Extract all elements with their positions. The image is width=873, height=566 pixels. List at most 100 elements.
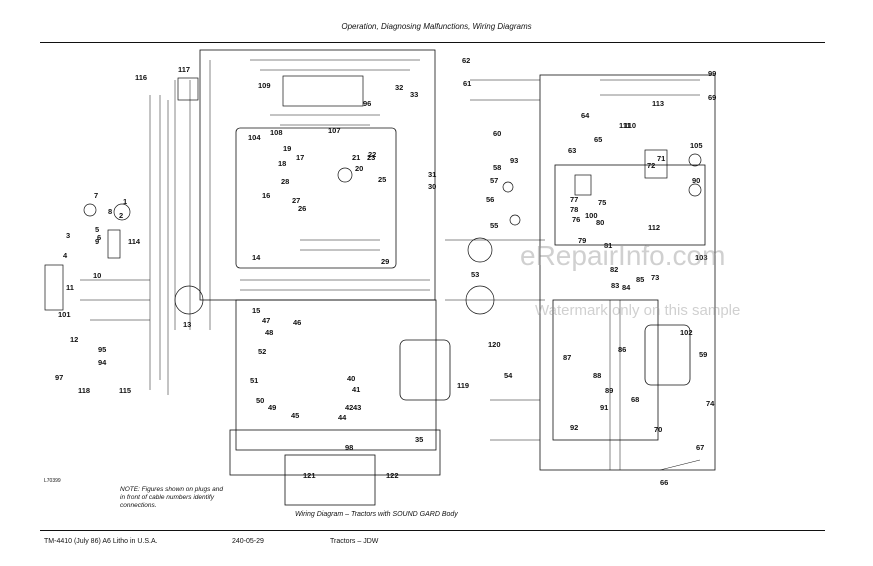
component-label: 20 — [355, 164, 363, 173]
component-label: 122 — [386, 471, 399, 480]
component-label: 108 — [270, 128, 283, 137]
component-label: 15 — [252, 306, 260, 315]
component-label: 8 — [108, 207, 112, 216]
component-label: 32 — [395, 83, 403, 92]
component-label: 77 — [570, 195, 578, 204]
component-label: 53 — [471, 270, 479, 279]
component-label: 109 — [258, 81, 271, 90]
component-label: 82 — [610, 265, 618, 274]
component-label: 89 — [605, 386, 613, 395]
component-label: 68 — [631, 395, 639, 404]
component-label: 51 — [250, 376, 258, 385]
component-label: 87 — [563, 353, 571, 362]
diagram-frames — [199, 49, 716, 506]
component-label: 45 — [291, 411, 299, 420]
footer-rule — [40, 530, 825, 531]
component-label: 31 — [428, 170, 436, 179]
component-label: 111 — [619, 121, 631, 130]
watermark-notice: Watermark only on this sample — [535, 302, 741, 319]
component-label: 5 — [95, 225, 99, 234]
component-label: 26 — [298, 204, 306, 213]
component-label: 117 — [178, 65, 190, 74]
component-label: 13 — [183, 320, 191, 329]
component-label: 107 — [328, 126, 341, 135]
component-label: 90 — [692, 176, 700, 185]
component-label: 1 — [123, 197, 127, 206]
component-label: 114 — [128, 237, 141, 246]
component-label: 99 — [708, 69, 716, 78]
component-label: 17 — [296, 153, 304, 162]
component-label: 42 — [345, 403, 353, 412]
component-label: 47 — [262, 316, 270, 325]
component-labels: 116 117 109 108 107 105 104 103 102 101 … — [55, 56, 716, 487]
component-label: 79 — [578, 236, 586, 245]
component-label: 118 — [78, 386, 90, 395]
component-label: 121 — [303, 471, 316, 480]
component-label: 60 — [493, 129, 501, 138]
page-header: Operation, Diagnosing Malfunctions, Wiri… — [341, 22, 532, 31]
component-label: 86 — [618, 345, 626, 354]
component-label: 4 — [63, 251, 68, 260]
component-label: 44 — [338, 413, 347, 422]
component-label: 52 — [258, 347, 266, 356]
component-label: 21 — [352, 153, 360, 162]
component-label: 12 — [70, 335, 78, 344]
drawing-code: L70399 — [44, 478, 61, 484]
footer-publication: TM-4410 (July 86) A6 Litho in U.S.A. — [44, 538, 158, 545]
component-label: 104 — [248, 133, 261, 142]
component-label: 102 — [680, 328, 693, 337]
component-label: 29 — [381, 257, 389, 266]
component-label: 57 — [490, 176, 498, 185]
component-label: 63 — [568, 146, 576, 155]
component-label: 59 — [699, 350, 707, 359]
component-label: 80 — [596, 218, 604, 227]
component-label: 71 — [657, 154, 665, 163]
component-label: 72 — [647, 161, 655, 170]
component-label: 27 — [292, 196, 300, 205]
component-label: 119 — [457, 381, 469, 390]
component-label: 112 — [648, 223, 660, 232]
component-label: 22 — [368, 150, 376, 159]
component-label: 91 — [600, 403, 608, 412]
component-label: 113 — [652, 99, 664, 108]
component-label: 96 — [363, 99, 371, 108]
component-label: 66 — [660, 478, 668, 487]
component-label: 25 — [378, 175, 386, 184]
component-label: 85 — [636, 275, 644, 284]
component-label: 49 — [268, 403, 276, 412]
component-label: 95 — [98, 345, 106, 354]
component-label: 116 — [135, 73, 147, 82]
component-label: 7 — [94, 191, 98, 200]
component-symbols — [44, 75, 702, 315]
component-label: 61 — [463, 79, 471, 88]
component-label: 30 — [428, 182, 436, 191]
component-label: 92 — [570, 423, 578, 432]
component-label: 19 — [283, 144, 291, 153]
component-label: 11 — [66, 283, 74, 292]
component-label: 101 — [58, 310, 71, 319]
component-label: 41 — [352, 385, 360, 394]
component-label: 105 — [690, 141, 703, 150]
component-label: 73 — [651, 273, 659, 282]
component-label: 83 — [611, 281, 619, 290]
component-label: 97 — [55, 373, 63, 382]
component-label: 69 — [708, 93, 716, 102]
component-label: 98 — [345, 443, 353, 452]
component-label: 10 — [93, 271, 101, 280]
component-label: 14 — [252, 253, 261, 262]
diagram-note: NOTE: Figures shown on plugs and in fron… — [120, 486, 223, 509]
component-label: 76 — [572, 215, 580, 224]
watermark-site: eRepairInfo.com — [520, 240, 726, 271]
component-label: 84 — [622, 283, 631, 292]
component-label: 23 — [367, 153, 375, 162]
component-label: 115 — [119, 386, 131, 395]
component-label: 54 — [504, 371, 513, 380]
wire-harness — [80, 59, 701, 471]
component-label: 28 — [281, 177, 289, 186]
component-label: 40 — [347, 374, 355, 383]
component-label: 120 — [488, 340, 501, 349]
footer-page-number: 240-05-29 — [232, 538, 264, 545]
component-label: 67 — [696, 443, 704, 452]
component-label: 58 — [493, 163, 501, 172]
